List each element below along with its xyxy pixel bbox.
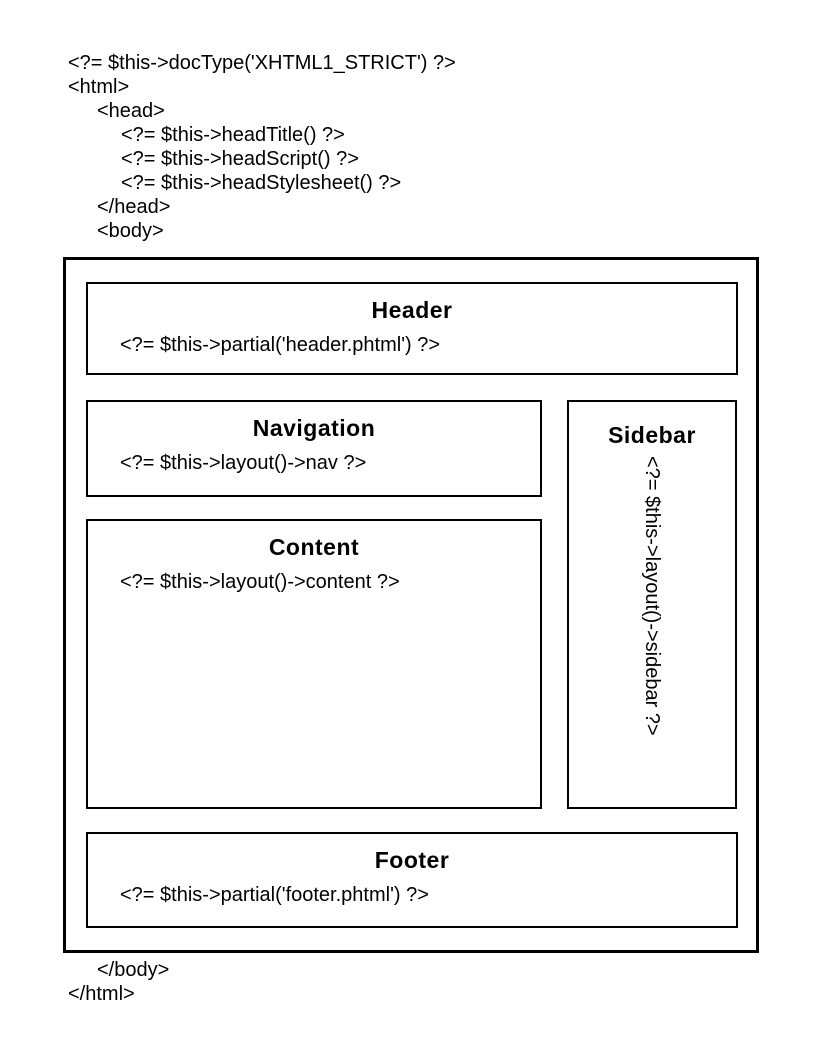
code-line-html-close: </html> [68,983,135,1005]
content-box-title: Content [268,534,360,560]
code-line-doctype: <?= $this->docType('XHTML1_STRICT') ?> [68,52,456,74]
code-line-head-close: </head> [97,196,171,218]
footer-box: Footer <?= $this->partial('footer.phtml'… [86,832,738,928]
header-box-title: Header [371,297,453,323]
sidebar-box-code: <?= $this->layout()->sidebar ?> [641,456,663,736]
code-line-head-title: <?= $this->headTitle() ?> [121,124,345,146]
content-box-code: <?= $this->layout()->content ?> [120,571,400,593]
code-line-head-stylesheet: <?= $this->headStylesheet() ?> [121,172,402,194]
code-listing-bottom: </body> </html> [68,958,169,1006]
code-line-head-open: <head> [97,100,165,122]
code-line-head-script: <?= $this->headScript() ?> [121,148,359,170]
content-box: Content <?= $this->layout()->content ?> [86,519,542,809]
code-line-html-open: <html> [68,76,130,98]
sidebar-box-title: Sidebar [608,422,696,448]
header-box: Header <?= $this->partial('header.phtml'… [86,282,738,375]
header-box-code: <?= $this->partial('header.phtml') ?> [120,334,441,356]
navigation-box-code: <?= $this->layout()->nav ?> [120,452,367,474]
navigation-box-title: Navigation [252,415,376,441]
footer-box-code: <?= $this->partial('footer.phtml') ?> [120,884,429,906]
footer-box-title: Footer [374,847,450,873]
code-line-body-open: <body> [97,220,164,242]
body-wrapper-box: Header <?= $this->partial('header.phtml'… [63,257,759,953]
navigation-box: Navigation <?= $this->layout()->nav ?> [86,400,542,497]
code-listing-top: <?= $this->docType('XHTML1_STRICT') ?> <… [68,51,456,243]
sidebar-box: Sidebar <?= $this->layout()->sidebar ?> [567,400,737,809]
code-line-body-close: </body> [97,959,170,981]
